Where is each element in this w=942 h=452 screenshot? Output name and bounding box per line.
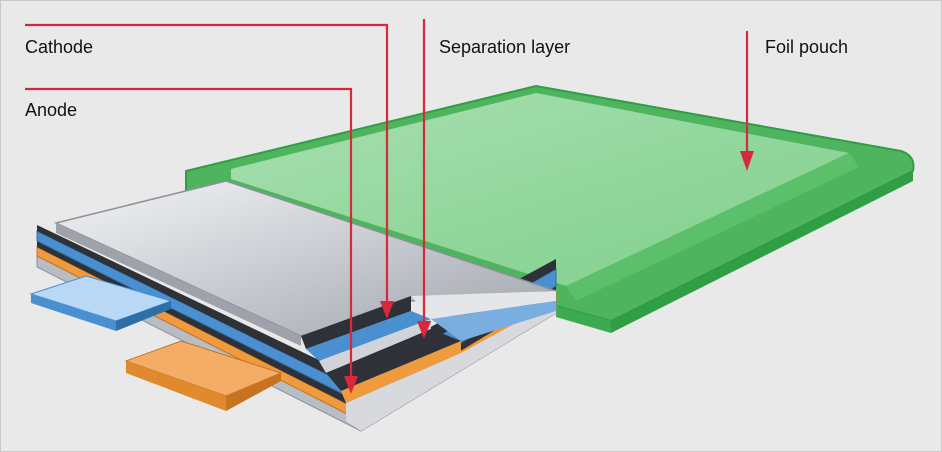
top-electrode-sheet [53, 180, 557, 431]
anode-arrowhead [344, 376, 358, 394]
cathode-arrowhead [380, 301, 394, 319]
foil-pouch-label: Foil pouch [765, 37, 849, 57]
anode-label: Anode [25, 100, 78, 120]
separation-arrowhead [417, 321, 431, 339]
foil-arrowhead [740, 151, 754, 171]
anode-tab [124, 340, 283, 411]
anode-pointer-line [25, 87, 353, 386]
cathode-tab [29, 275, 173, 331]
separation-layer-label: Separation layer [439, 37, 571, 57]
pointer-lines [25, 19, 749, 386]
foil-pouch [185, 84, 915, 333]
cathode-label: Cathode [25, 37, 94, 57]
pointer-arrowheads [344, 151, 754, 394]
cathode-pointer-line [25, 23, 389, 311]
